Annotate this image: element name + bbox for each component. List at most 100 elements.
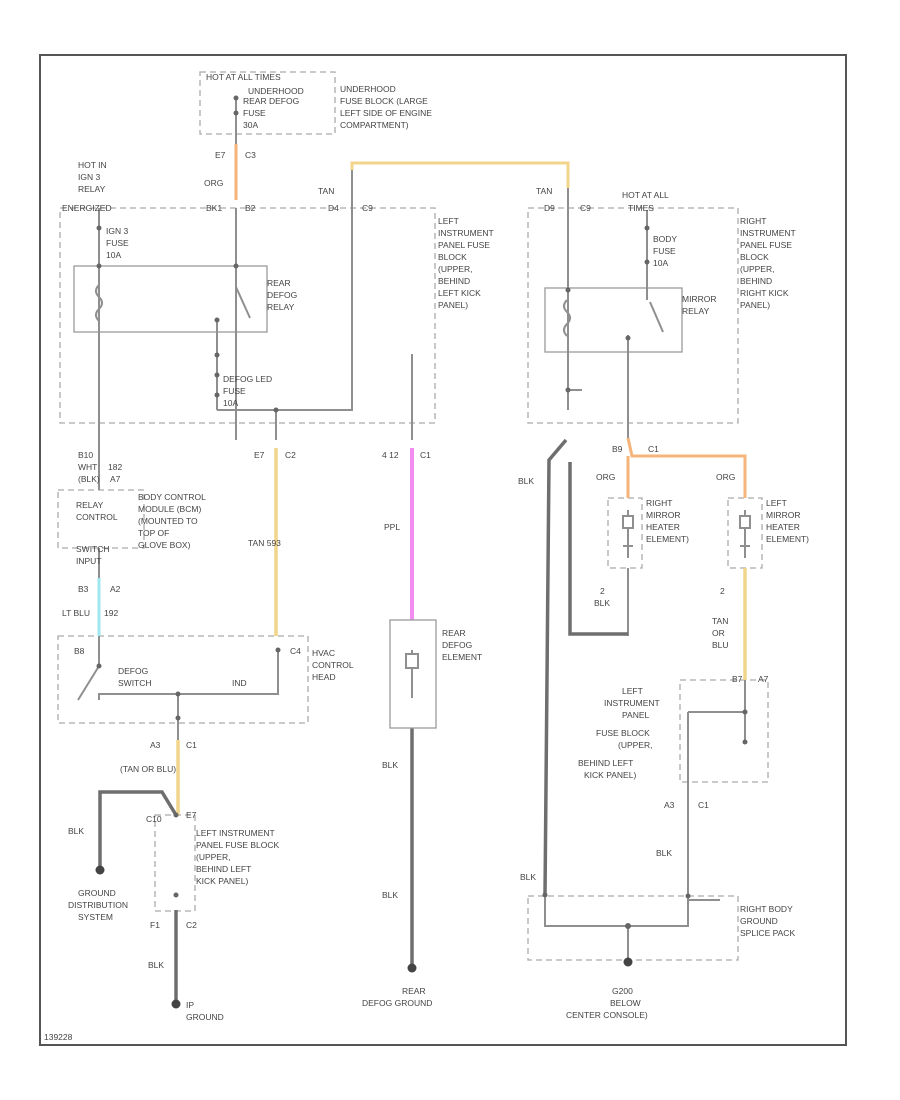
label: MIRROR <box>646 510 680 520</box>
wire-ground-dist <box>98 790 178 868</box>
label: C1 <box>186 740 197 750</box>
label: KICK PANEL) <box>584 770 636 780</box>
label: HEAD <box>312 672 336 682</box>
label: 10A <box>653 258 668 268</box>
underhood-fuse-block-box <box>199 71 336 135</box>
node <box>233 110 239 116</box>
label: OR <box>712 628 725 638</box>
label: PANEL FUSE BLOCK <box>196 840 279 850</box>
label: ELEMENT) <box>766 534 809 544</box>
label: BLK <box>68 826 84 836</box>
label: FUSE <box>223 386 246 396</box>
label: GROUND <box>186 1012 224 1022</box>
node <box>565 387 571 393</box>
label: TIMES <box>628 203 654 213</box>
label: CONTROL <box>312 660 354 670</box>
label: E7 <box>215 150 226 160</box>
label: LEFT INSTRUMENT <box>196 828 275 838</box>
label: HOT AT ALL <box>622 190 669 200</box>
label: (UPPER, <box>740 264 774 274</box>
label: INPUT <box>76 556 102 566</box>
label: (UPPER, <box>438 264 472 274</box>
mirror-relay-coil <box>563 299 571 337</box>
label: DEFOG <box>267 290 297 300</box>
label: BLK <box>382 890 398 900</box>
label: PANEL) <box>740 300 770 310</box>
ground-symbol <box>95 865 105 875</box>
label: 2 <box>600 586 605 596</box>
label: COMPARTMENT) <box>340 120 409 130</box>
node <box>565 287 571 293</box>
node <box>233 263 239 269</box>
label: 2 <box>720 586 725 596</box>
label: PANEL <box>622 710 650 720</box>
label: ELEMENT) <box>646 534 689 544</box>
label: HEATER <box>766 522 800 532</box>
label: DEFOG <box>442 640 472 650</box>
label: UNDERHOOD <box>248 86 304 96</box>
label: C2 <box>186 920 197 930</box>
label: (UPPER, <box>618 740 652 750</box>
node <box>214 352 220 358</box>
label: LEFT SIDE OF ENGINE <box>340 108 432 118</box>
label: SPLICE PACK <box>740 928 795 938</box>
wire-led-fuse-to-tan <box>217 170 353 411</box>
right-mirror-heater-box <box>607 497 643 569</box>
label: PANEL) <box>438 300 468 310</box>
wire-tan-top <box>350 161 570 188</box>
label: E7 <box>186 810 197 820</box>
label: HVAC <box>312 648 335 658</box>
label: 30A <box>243 120 258 130</box>
label: INSTRUMENT <box>604 698 660 708</box>
label: RELAY <box>78 184 106 194</box>
label: BLOCK <box>438 252 467 262</box>
label: RIGHT KICK <box>740 288 789 298</box>
label: TAN <box>318 186 334 196</box>
label: A7 <box>110 474 121 484</box>
bcm-box <box>57 489 145 549</box>
label: IND <box>232 678 247 688</box>
labels-top: HOT AT ALL TIMES UNDERHOOD UNDERHOOD FUS… <box>62 72 494 408</box>
label: REAR <box>402 986 426 996</box>
label: C1 <box>648 444 659 454</box>
node <box>542 892 548 898</box>
label: BK1 <box>206 203 222 213</box>
label: INSTRUMENT <box>438 228 494 238</box>
left-ip-fuse-block-lower-box <box>679 679 769 783</box>
label: BLK <box>594 598 610 608</box>
label: E7 <box>254 450 265 460</box>
wire-blk-right-long <box>543 438 568 896</box>
rear-defog-relay <box>73 265 268 333</box>
label: LEFT <box>766 498 787 508</box>
node <box>625 335 631 341</box>
label: BLK <box>656 848 672 858</box>
label: A7 <box>758 674 769 684</box>
label: D4 <box>328 203 339 213</box>
label: C1 <box>698 800 709 810</box>
label: (MOUNTED TO <box>138 516 198 526</box>
ground-symbol <box>407 963 417 973</box>
label: 182 <box>108 462 122 472</box>
label: WHT <box>78 462 97 472</box>
label: TAN <box>536 186 552 196</box>
node <box>644 259 650 265</box>
label: FUSE BLOCK (LARGE <box>340 96 428 106</box>
label: BLOCK <box>740 252 769 262</box>
labels-right-top: TAN D9 C9 HOT AT ALL TIMES BODY FUSE 10A… <box>536 186 796 316</box>
label: 4 12 <box>382 450 399 460</box>
label: LEFT <box>438 216 459 226</box>
label: DEFOG GROUND <box>362 998 432 1008</box>
label: BEHIND LEFT <box>578 758 633 768</box>
label: C3 <box>245 150 256 160</box>
label: RIGHT <box>740 216 766 226</box>
label: BELOW <box>610 998 641 1008</box>
left-mirror-heater-element <box>739 510 751 558</box>
label: BLK <box>382 760 398 770</box>
label: G200 <box>612 986 633 996</box>
right-ip-fuse-block-box <box>527 207 739 424</box>
label: C9 <box>362 203 373 213</box>
label: A3 <box>664 800 675 810</box>
label: BODY CONTROL <box>138 492 206 502</box>
label: BLU <box>712 640 729 650</box>
wire-splice-pack <box>544 895 689 927</box>
